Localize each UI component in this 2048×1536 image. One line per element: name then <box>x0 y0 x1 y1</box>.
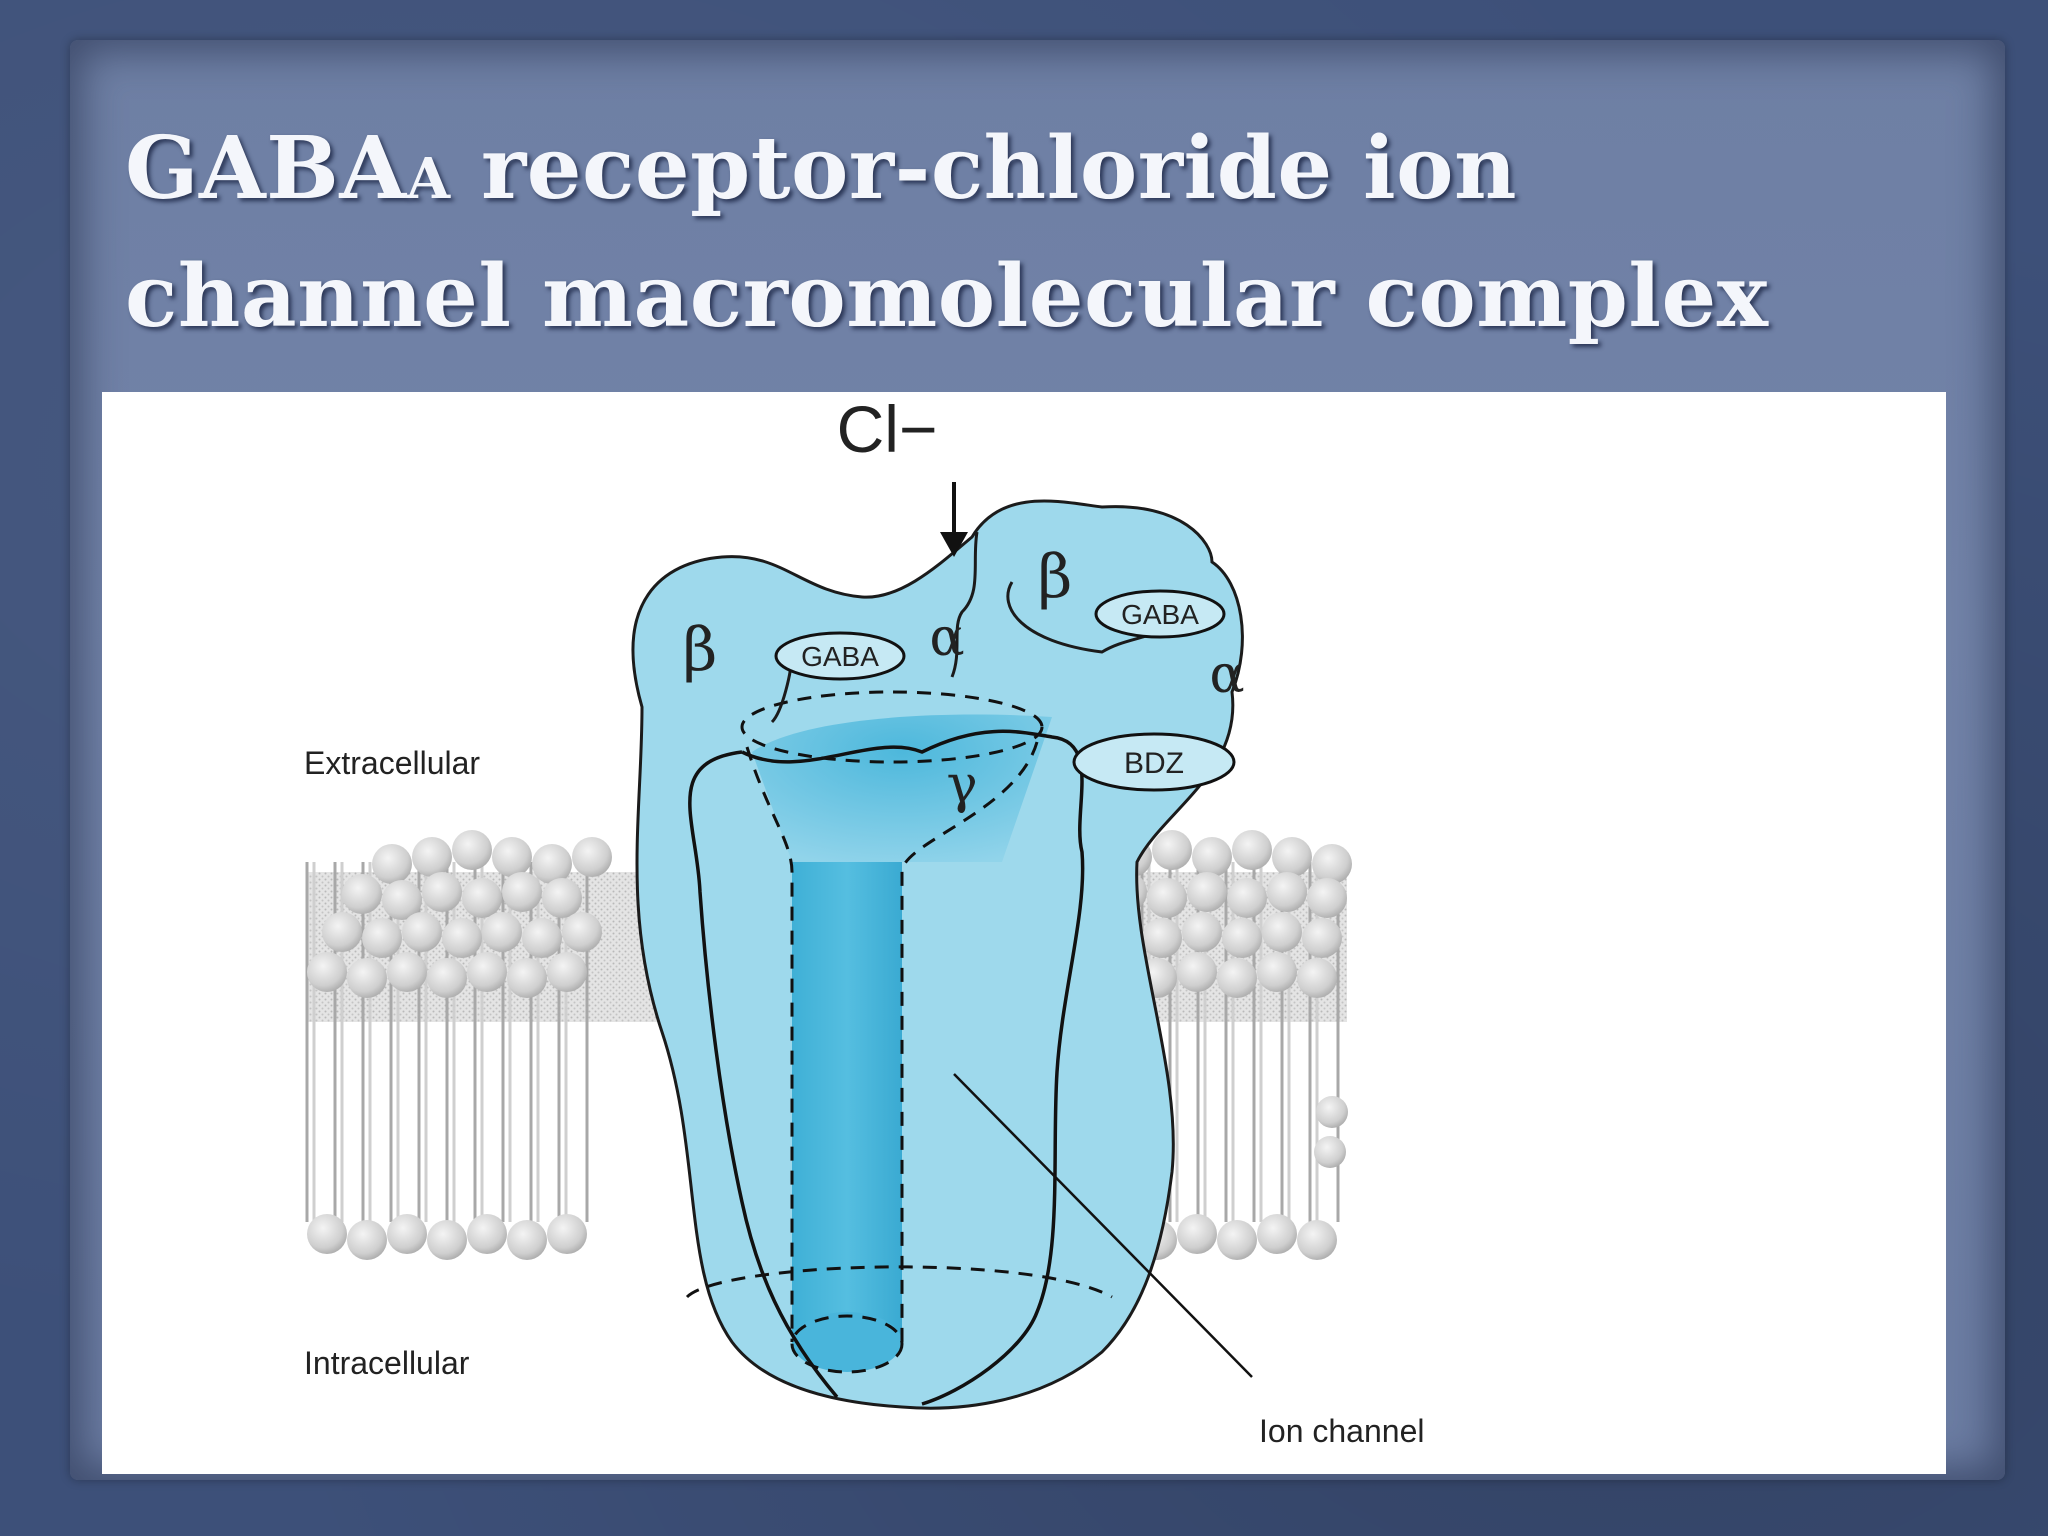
extracellular-label: Extracellular <box>304 745 480 781</box>
receptor-diagram: Cl− β α β α γ GABA GABA BDZ Extracellula… <box>304 392 1424 1449</box>
ion-flow-arrow <box>940 482 968 557</box>
gamma-subunit-outline <box>688 729 1085 1406</box>
bdz-site-label: BDZ <box>1124 747 1184 780</box>
channel-pore <box>792 862 902 1342</box>
channel-dashed-outline <box>685 690 1113 1374</box>
gaba-site-right-label: GABA <box>1121 599 1199 630</box>
beta-subunit-left-label: β <box>683 615 718 685</box>
intracellular-label: Intracellular <box>304 1345 470 1381</box>
title-subscript: A <box>406 146 451 212</box>
bdz-site: BDZ <box>1072 732 1236 792</box>
chloride-ion-label: Cl− <box>837 392 938 466</box>
figure-panel: Cl− β α β α γ GABA GABA BDZ Extracellula… <box>102 392 1946 1474</box>
title-rest: receptor-chloride ion channel macromolec… <box>125 118 1769 347</box>
alpha-subunit-left-label: α <box>929 608 964 668</box>
ion-channel-callout-line <box>953 1073 1253 1378</box>
gaba-site-left: GABA <box>774 631 906 681</box>
receptor-body <box>631 499 1244 1410</box>
gaba-site-left-label: GABA <box>801 641 879 672</box>
receptor-complex <box>631 499 1244 1410</box>
channel-funnel <box>752 714 1052 862</box>
gamma-subunit-label: γ <box>946 755 977 815</box>
alpha-subunit-right-label: α <box>1209 645 1244 705</box>
slide-title: GABAA receptor-chloride ion channel macr… <box>125 110 1925 356</box>
gaba-site-right: GABA <box>1094 589 1226 639</box>
beta-subunit-right-label: β <box>1038 542 1073 612</box>
title-prefix: GABA <box>125 118 407 219</box>
ion-channel-callout-label: Ion channel <box>1259 1413 1424 1449</box>
